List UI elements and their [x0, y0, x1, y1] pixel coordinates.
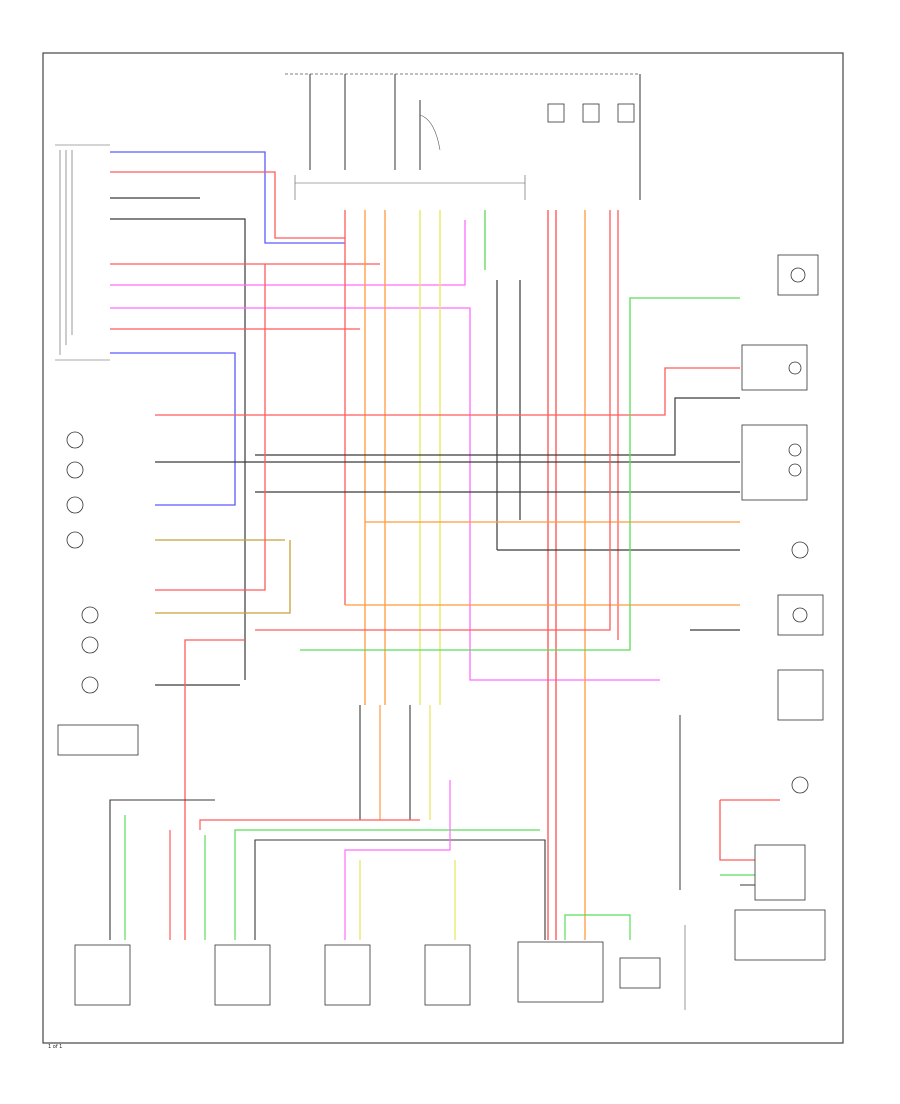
vertical-trunk [344, 210, 619, 940]
bulb-icon [788, 443, 802, 457]
bulb-icon [66, 531, 84, 549]
wire-bundle [110, 151, 660, 681]
bulb-icon [788, 361, 802, 375]
headlamp-switch [734, 909, 826, 961]
glove-box-lamp [754, 844, 806, 901]
central-module [517, 941, 604, 1003]
trunk-lid-switch [777, 669, 824, 721]
left-connector-block [55, 144, 110, 361]
right-vanity-mirror [741, 424, 808, 501]
right-components [679, 254, 826, 961]
bulb-icon [66, 461, 84, 479]
horizontal-wires [155, 210, 740, 940]
page-ref: 1 of 1 [48, 1044, 62, 1050]
bulb-icon [66, 431, 84, 449]
bulb-icon [66, 496, 84, 514]
front-door-switch [214, 944, 271, 1006]
bulb-icon [791, 541, 809, 559]
passenger-lamp [619, 957, 661, 989]
bulb-icon [81, 606, 99, 624]
bulb-icon [790, 267, 806, 283]
diagram-frame [42, 52, 844, 1044]
bulb-icon [81, 636, 99, 654]
bulb-icon [792, 607, 808, 623]
left-switches [57, 431, 139, 756]
bottom-components [74, 925, 686, 1010]
fuse-box [285, 73, 641, 200]
left-rear-door-switch [324, 944, 371, 1006]
lower-connectors [109, 705, 631, 940]
bulb-icon [791, 776, 809, 794]
bulb-icon [81, 676, 99, 694]
right-rear-door-switch [424, 944, 471, 1006]
rear-door-lamp [57, 724, 139, 756]
bulb-icon [788, 463, 802, 477]
key-reminder-switch [74, 944, 131, 1006]
